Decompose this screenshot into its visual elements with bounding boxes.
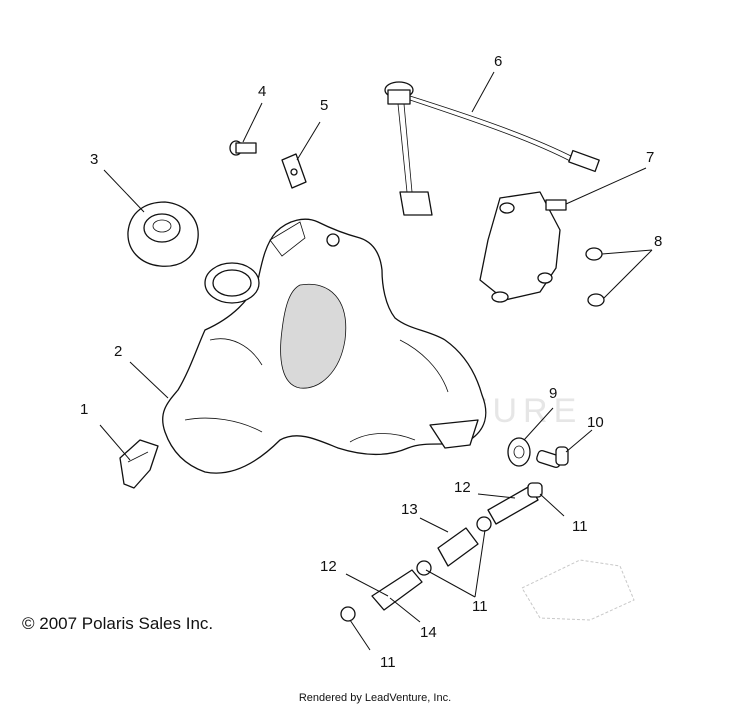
grommet-part-9 bbox=[507, 437, 531, 467]
callout-3: 3 bbox=[90, 151, 98, 168]
filter-part-13 bbox=[437, 516, 492, 567]
callout-13: 13 bbox=[401, 501, 418, 518]
elbow-fitting-part-10 bbox=[536, 446, 569, 469]
callout-labels: 1 2 3 4 5 6 7 8 9 10 11 11 11 12 12 13 1… bbox=[80, 53, 662, 671]
callout-6: 6 bbox=[494, 53, 502, 70]
callout-5: 5 bbox=[320, 97, 328, 114]
clip-nut-part-5 bbox=[281, 153, 307, 189]
callout-11-lower: 11 bbox=[380, 654, 396, 671]
callout-4: 4 bbox=[258, 83, 266, 100]
callout-9: 9 bbox=[549, 385, 557, 402]
fuel-sender-part-6 bbox=[384, 81, 600, 216]
hose-part-12-upper bbox=[487, 482, 543, 525]
screws-part-8 bbox=[585, 247, 605, 307]
bracket-part-7 bbox=[479, 191, 567, 303]
copyright-notice: © 2007 Polaris Sales Inc. bbox=[22, 614, 214, 633]
callout-12-upper: 12 bbox=[454, 479, 471, 496]
fuel-tank bbox=[162, 218, 487, 474]
callout-14: 14 bbox=[420, 624, 437, 641]
callout-7: 7 bbox=[646, 149, 654, 166]
bolt-part-4 bbox=[229, 140, 257, 156]
callout-11-middle: 11 bbox=[472, 598, 488, 615]
leader-lines bbox=[99, 71, 653, 651]
clip-part-1 bbox=[119, 439, 159, 489]
callout-10: 10 bbox=[587, 414, 604, 431]
fuel-cap-part-3 bbox=[127, 201, 199, 267]
callout-12-lower: 12 bbox=[320, 558, 337, 575]
callout-2: 2 bbox=[114, 343, 122, 360]
render-credit: Rendered by LeadVenture, Inc. bbox=[298, 692, 452, 704]
hose-part-14 bbox=[340, 560, 432, 622]
callout-11-upper: 11 bbox=[572, 518, 588, 535]
callout-8: 8 bbox=[654, 233, 662, 250]
callout-1: 1 bbox=[80, 401, 88, 418]
faded-part-sketch bbox=[521, 559, 635, 621]
